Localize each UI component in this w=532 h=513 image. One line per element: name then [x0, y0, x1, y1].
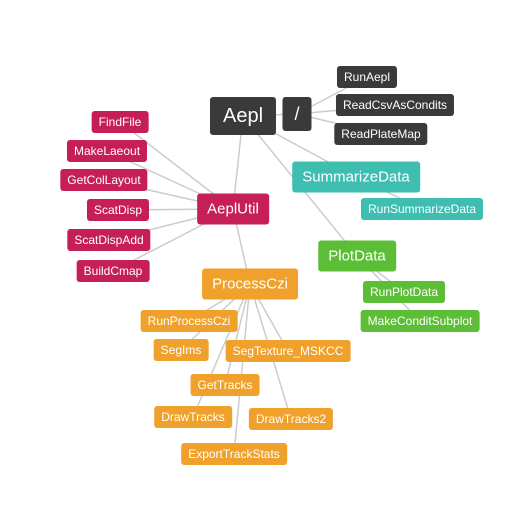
node-run-summarize-data[interactable]: RunSummarizeData — [360, 198, 484, 220]
node-seg-texture-mskcc[interactable]: SegTexture_MSKCC — [225, 340, 351, 362]
node-read-plate-map[interactable]: ReadPlateMap — [334, 123, 428, 145]
node-build-cmap[interactable]: BuildCmap — [76, 260, 150, 282]
node-aepl[interactable]: Aepl — [209, 97, 277, 135]
node-read-csv-as-condits[interactable]: ReadCsvAsCondits — [335, 94, 455, 116]
node-make-laeout[interactable]: MakeLaeout — [66, 140, 148, 162]
node-make-condit-subplot[interactable]: MakeConditSubplot — [360, 310, 480, 332]
node-run-aepl[interactable]: RunAepl — [336, 66, 398, 88]
node-export-track-stats[interactable]: ExportTrackStats — [181, 443, 287, 465]
node-get-col-layout[interactable]: GetColLayout — [60, 169, 148, 191]
edge-process_czi-get_tracks — [224, 283, 251, 386]
node-aepl-util[interactable]: AeplUtil — [197, 193, 269, 225]
node-draw-tracks[interactable]: DrawTracks — [154, 406, 232, 428]
node-scat-disp-add[interactable]: ScatDispAdd — [67, 229, 151, 251]
node-find-file[interactable]: FindFile — [91, 111, 149, 133]
node-draw-tracks2[interactable]: DrawTracks2 — [248, 408, 334, 430]
node-slash[interactable]: / — [282, 97, 312, 131]
node-plot-data[interactable]: PlotData — [318, 240, 396, 272]
node-summarize-data[interactable]: SummarizeData — [292, 161, 420, 193]
edge-process_czi-export_stats — [233, 283, 251, 455]
node-run-plot-data[interactable]: RunPlotData — [362, 281, 446, 303]
node-process-czi[interactable]: ProcessCzi — [202, 268, 298, 300]
node-seg-ims[interactable]: SegIms — [153, 339, 209, 361]
node-get-tracks[interactable]: GetTracks — [190, 374, 260, 396]
node-run-process-czi[interactable]: RunProcessCzi — [140, 310, 238, 332]
node-scat-disp[interactable]: ScatDisp — [86, 199, 150, 221]
